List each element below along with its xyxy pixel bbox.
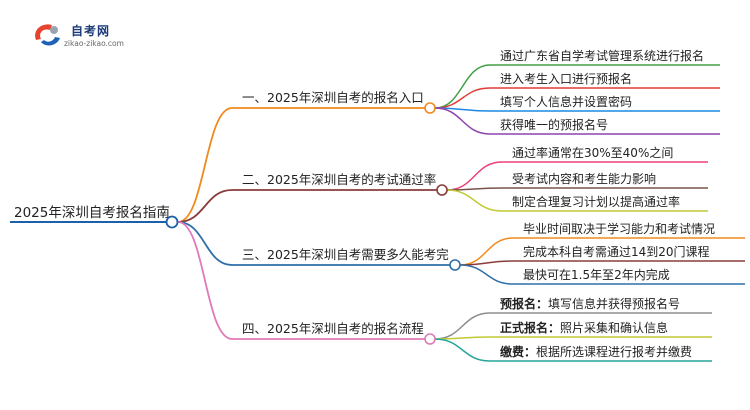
mind-map-links [10, 64, 745, 362]
branch-toggle-icon[interactable] [436, 184, 448, 196]
leaf-node-label: 受考试内容和考生能力影响 [512, 171, 656, 186]
logo-url: zikao-zikao.com [64, 39, 124, 48]
root-toggle-icon[interactable] [165, 215, 179, 229]
leaf-node-text: 填写信息并获得预报名号 [548, 296, 680, 311]
branch-toggle-icon[interactable] [424, 102, 436, 114]
leaf-node-label: 最快可在1.5年至2年内完成 [523, 267, 670, 282]
branch-node-label: 四、2025年深圳自考的报名流程 [242, 321, 424, 336]
leaf-link [459, 264, 514, 285]
leaf-node-label: 完成本科自考需通过14到20门课程 [523, 244, 710, 259]
leaf-node-text: 照片采集和确认信息 [560, 320, 668, 335]
branch-link [177, 189, 233, 223]
leaf-link [434, 64, 491, 109]
mind-map-nodes: 2025年深圳自考报名指南 一、2025年深圳自考的报名入口 通过广东省自学考试管理… [14, 48, 715, 359]
site-logo[interactable]: 自考网 zikao-zikao.com [30, 18, 150, 52]
logo-title: 自考网 [71, 24, 111, 38]
logo-mark-icon [35, 24, 60, 46]
leaf-node-text: 根据所选课程进行报考并缴费 [536, 344, 692, 359]
leaf-node-label: 缴费：根据所选课程进行报考并缴费 [500, 344, 692, 359]
branch-link [177, 107, 233, 223]
leaf-node-label: 制定合理复习计划以提高通过率 [512, 194, 680, 209]
leaf-node-bold-label: 正式报名： [500, 320, 560, 335]
leaf-node-bold-label: 缴费： [500, 344, 536, 359]
leaf-link [446, 189, 503, 212]
leaf-node-label: 毕业时间取决于学习能力和考试情况 [523, 221, 715, 236]
leaf-node-label: 通过广东省自学考试管理系统进行报名 [500, 48, 704, 63]
leaf-link [434, 338, 491, 362]
leaf-node-label: 预报名：填写信息并获得预报名号 [500, 296, 680, 311]
root-node-label: 2025年深圳自考报名指南 [14, 205, 170, 221]
leaf-node-bold-label: 预报名： [500, 296, 548, 311]
leaf-node-label: 进入考生入口进行预报名 [500, 71, 632, 86]
leaf-node-label: 填写个人信息并设置密码 [500, 94, 632, 109]
leaf-link [459, 260, 514, 266]
branch-toggle-icon[interactable] [424, 333, 436, 345]
branch-node-label: 三、2025年深圳自考需要多久能考完 [242, 247, 449, 262]
leaf-node-label: 正式报名：照片采集和确认信息 [500, 320, 668, 335]
leaf-link [434, 107, 491, 135]
leaf-link [446, 161, 503, 191]
leaf-node-label: 获得唯一的预报名号 [500, 117, 608, 132]
leaf-link [434, 87, 491, 109]
leaf-link [434, 312, 491, 340]
branch-link [177, 221, 233, 266]
leaf-node-label: 通过率通常在30%至40%之间 [512, 145, 673, 160]
branch-node-label: 二、2025年深圳自考的考试通过率 [242, 172, 436, 187]
branch-link [177, 221, 233, 340]
branch-node-label: 一、2025年深圳自考的报名入口 [242, 90, 424, 105]
branch-toggle-icon[interactable] [449, 259, 461, 271]
